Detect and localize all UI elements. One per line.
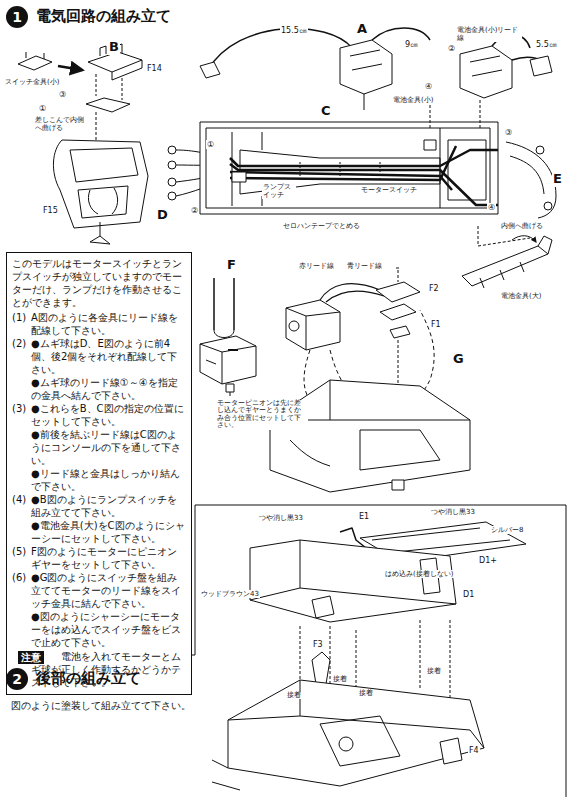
figure-letter: G [452, 352, 465, 367]
rear-lamps [506, 142, 556, 218]
part-label: 接着 [358, 690, 374, 697]
step-row: (2)●ムギ球はD、E図のように前4個、後2個をそれぞれ配線して下さい。●ムギ球… [12, 337, 186, 402]
step-text: A図のように各金具にリード線を配線して下さい。 [31, 311, 186, 337]
part-label: F2 [428, 284, 440, 293]
part-label: ② [190, 206, 199, 215]
step-number: (5) [12, 545, 31, 571]
step-row: (3)●これらをB、C図の指定の位置にセットして下さい。●前後を結ぶリード線はC… [12, 402, 186, 493]
step-body: ●G図のようにスイッチ盤を組み立ててモーターのリード線をスイッチ金具に結んで下さ… [31, 571, 186, 649]
step-row: (6)●G図のようにスイッチ盤を組み立ててモーターのリード線をスイッチ金具に結ん… [12, 571, 186, 649]
step-row: (5)F図のようにモーターにピニオンギヤーをセットして下さい。 [12, 545, 186, 571]
step-number: (3) [12, 402, 31, 493]
part-label: 電池金具(小) [392, 96, 434, 104]
instruction-box: このモデルはモータースイッチとランプスイッチが独立していますのでモーターだけ、ラ… [6, 252, 192, 695]
part-label: ウッドブラウン43 [200, 590, 260, 598]
step-number: (2) [12, 337, 31, 402]
part-label: F15 [42, 206, 59, 215]
part-label: 内側へ曲げる [500, 222, 544, 230]
step-body: ●これらをB、C図の指定の位置にセットして下さい。●前後を結ぶリード線はC図のよ… [31, 402, 186, 493]
step-number-text: 2 [6, 668, 28, 690]
part-label: 青リード線 [346, 262, 383, 270]
figure-letter: C [320, 104, 332, 119]
step-number: (6) [12, 571, 31, 649]
part-label: 赤リード線 [298, 262, 335, 270]
part-label: D1 [462, 590, 475, 599]
part-label: ④ [424, 82, 433, 91]
chassis-plan [200, 122, 498, 214]
part-label: ③ [504, 128, 513, 137]
part-label: F4 [468, 746, 480, 755]
part-label: 電池金具(小)リード線 [456, 26, 522, 42]
part-label: モータースイッチ [360, 186, 418, 194]
part-label: 電池金具(大) [500, 292, 542, 300]
part-label: ② [447, 44, 456, 53]
part-label: シルバー8 [490, 526, 524, 534]
rear-body-assembly [212, 522, 526, 790]
part-label: モーターピニオンは先に差し込んでギヤーとうまくかみ合う位置にセットして下さい。 [216, 400, 308, 430]
step-text: ●前後を結ぶリード線はC図のようにコンソールの下を通して下さい。 [31, 428, 186, 467]
step-row: (1)A図のように各金具にリード線を配線して下さい。 [12, 311, 186, 337]
step-body: ●B図のようにランプスイッチを組み立てて下さい。●電池金具(大)をC図のようにシ… [31, 493, 186, 545]
step-number: (1) [12, 311, 31, 337]
part-label: 差しこんで内側へ曲げる [34, 116, 90, 132]
part-label: つや消し黒33 [430, 508, 476, 516]
step-number-text: 1 [6, 6, 28, 28]
step-text: ●電池金具(大)をC図のようにシャーシーにセットして下さい。 [31, 519, 186, 545]
figure-letter: F [226, 258, 237, 273]
part-label: スイッチ金具(小) [4, 78, 60, 86]
part-label: 5.5㎝ [535, 40, 558, 49]
step-body: F図のようにモーターにピニオンギヤーをセットして下さい。 [31, 545, 186, 571]
section-heading: 後部の組み立て [36, 669, 141, 688]
part-label: 接着 [332, 676, 348, 683]
part-label: 15.5㎝ [280, 26, 308, 35]
motor-switch-assembly [270, 268, 470, 492]
step-text: ●リード線と金具はしっかり結んで下さい。 [31, 467, 186, 493]
step-row: (4)●B図のようにランプスイッチを組み立てて下さい。●電池金具(大)をC図のよ… [12, 493, 186, 545]
part-label: F3 [312, 640, 324, 649]
part-label: D1+ [478, 556, 498, 565]
part-label: ④ [487, 203, 496, 212]
figure-letter: A [356, 22, 368, 37]
part-label: ランプスイッチ [262, 183, 296, 199]
step-text: F図のようにモーターにピニオンギヤーをセットして下さい。 [31, 545, 186, 571]
step-number: 2後部の組み立て [6, 668, 28, 690]
battery-terminal [462, 226, 552, 288]
part-label: F14 [146, 64, 163, 73]
part-label: 接着 [286, 692, 302, 699]
part-label: ① [38, 104, 47, 113]
step-text: ●図のようにシャーシーにモーターをはめ込んでスイッチ盤をビスで止めて下さい。 [31, 610, 186, 649]
figure-letter: D [156, 208, 169, 223]
part-label: つや消し黒33 [258, 514, 304, 522]
figure-letter: E [552, 172, 563, 187]
step-text: ●ムギ球はD、E図のように前4個、後2個をそれぞれ配線して下さい。 [31, 337, 186, 376]
step-text: ●B図のようにランプスイッチを組み立てて下さい。 [31, 493, 186, 519]
part-label: ③ [58, 90, 67, 99]
part-label: E1 [358, 512, 370, 521]
panel-frame [195, 505, 566, 797]
step-text: ●これらをB、C図の指定の位置にセットして下さい。 [31, 402, 186, 428]
part-label: 接着 [426, 668, 442, 675]
part-label: F1 [430, 320, 442, 329]
panel-frame [6, 505, 195, 655]
step-number: (4) [12, 493, 31, 545]
part-label: 9㎝ [404, 40, 419, 49]
part-label: ① [206, 140, 215, 149]
part-label: 図のように塗装して組み立てて下さい。 [10, 700, 192, 712]
step-body: A図のように各金具にリード線を配線して下さい。 [31, 311, 186, 337]
section-heading: 電気回路の組み立て [36, 7, 171, 26]
figure-letter: B [108, 40, 120, 55]
step-body: ●ムギ球はD、E図のように前4個、後2個をそれぞれ配線して下さい。●ムギ球のリー… [31, 337, 186, 402]
step-number: 1電気回路の組み立て [6, 6, 28, 28]
step-text: ●ムギ球のリード線①～④を指定の金具へ結んで下さい。 [31, 376, 186, 402]
part-label: はめ込み(接着しない) [384, 570, 454, 578]
step-text: ●G図のようにスイッチ盤を組み立ててモーターのリード線をスイッチ金具に結んで下さ… [31, 571, 186, 610]
motor-pinion [200, 278, 256, 396]
caution-label: 注意 [21, 652, 41, 663]
lamp-brackets [200, 28, 552, 128]
intro-text: このモデルはモータースイッチとランプスイッチが独立していますのでモーターだけ、ラ… [12, 257, 186, 309]
part-label: セロハンテープでとめる [282, 222, 361, 230]
caution-badge: 注意 [18, 651, 44, 664]
